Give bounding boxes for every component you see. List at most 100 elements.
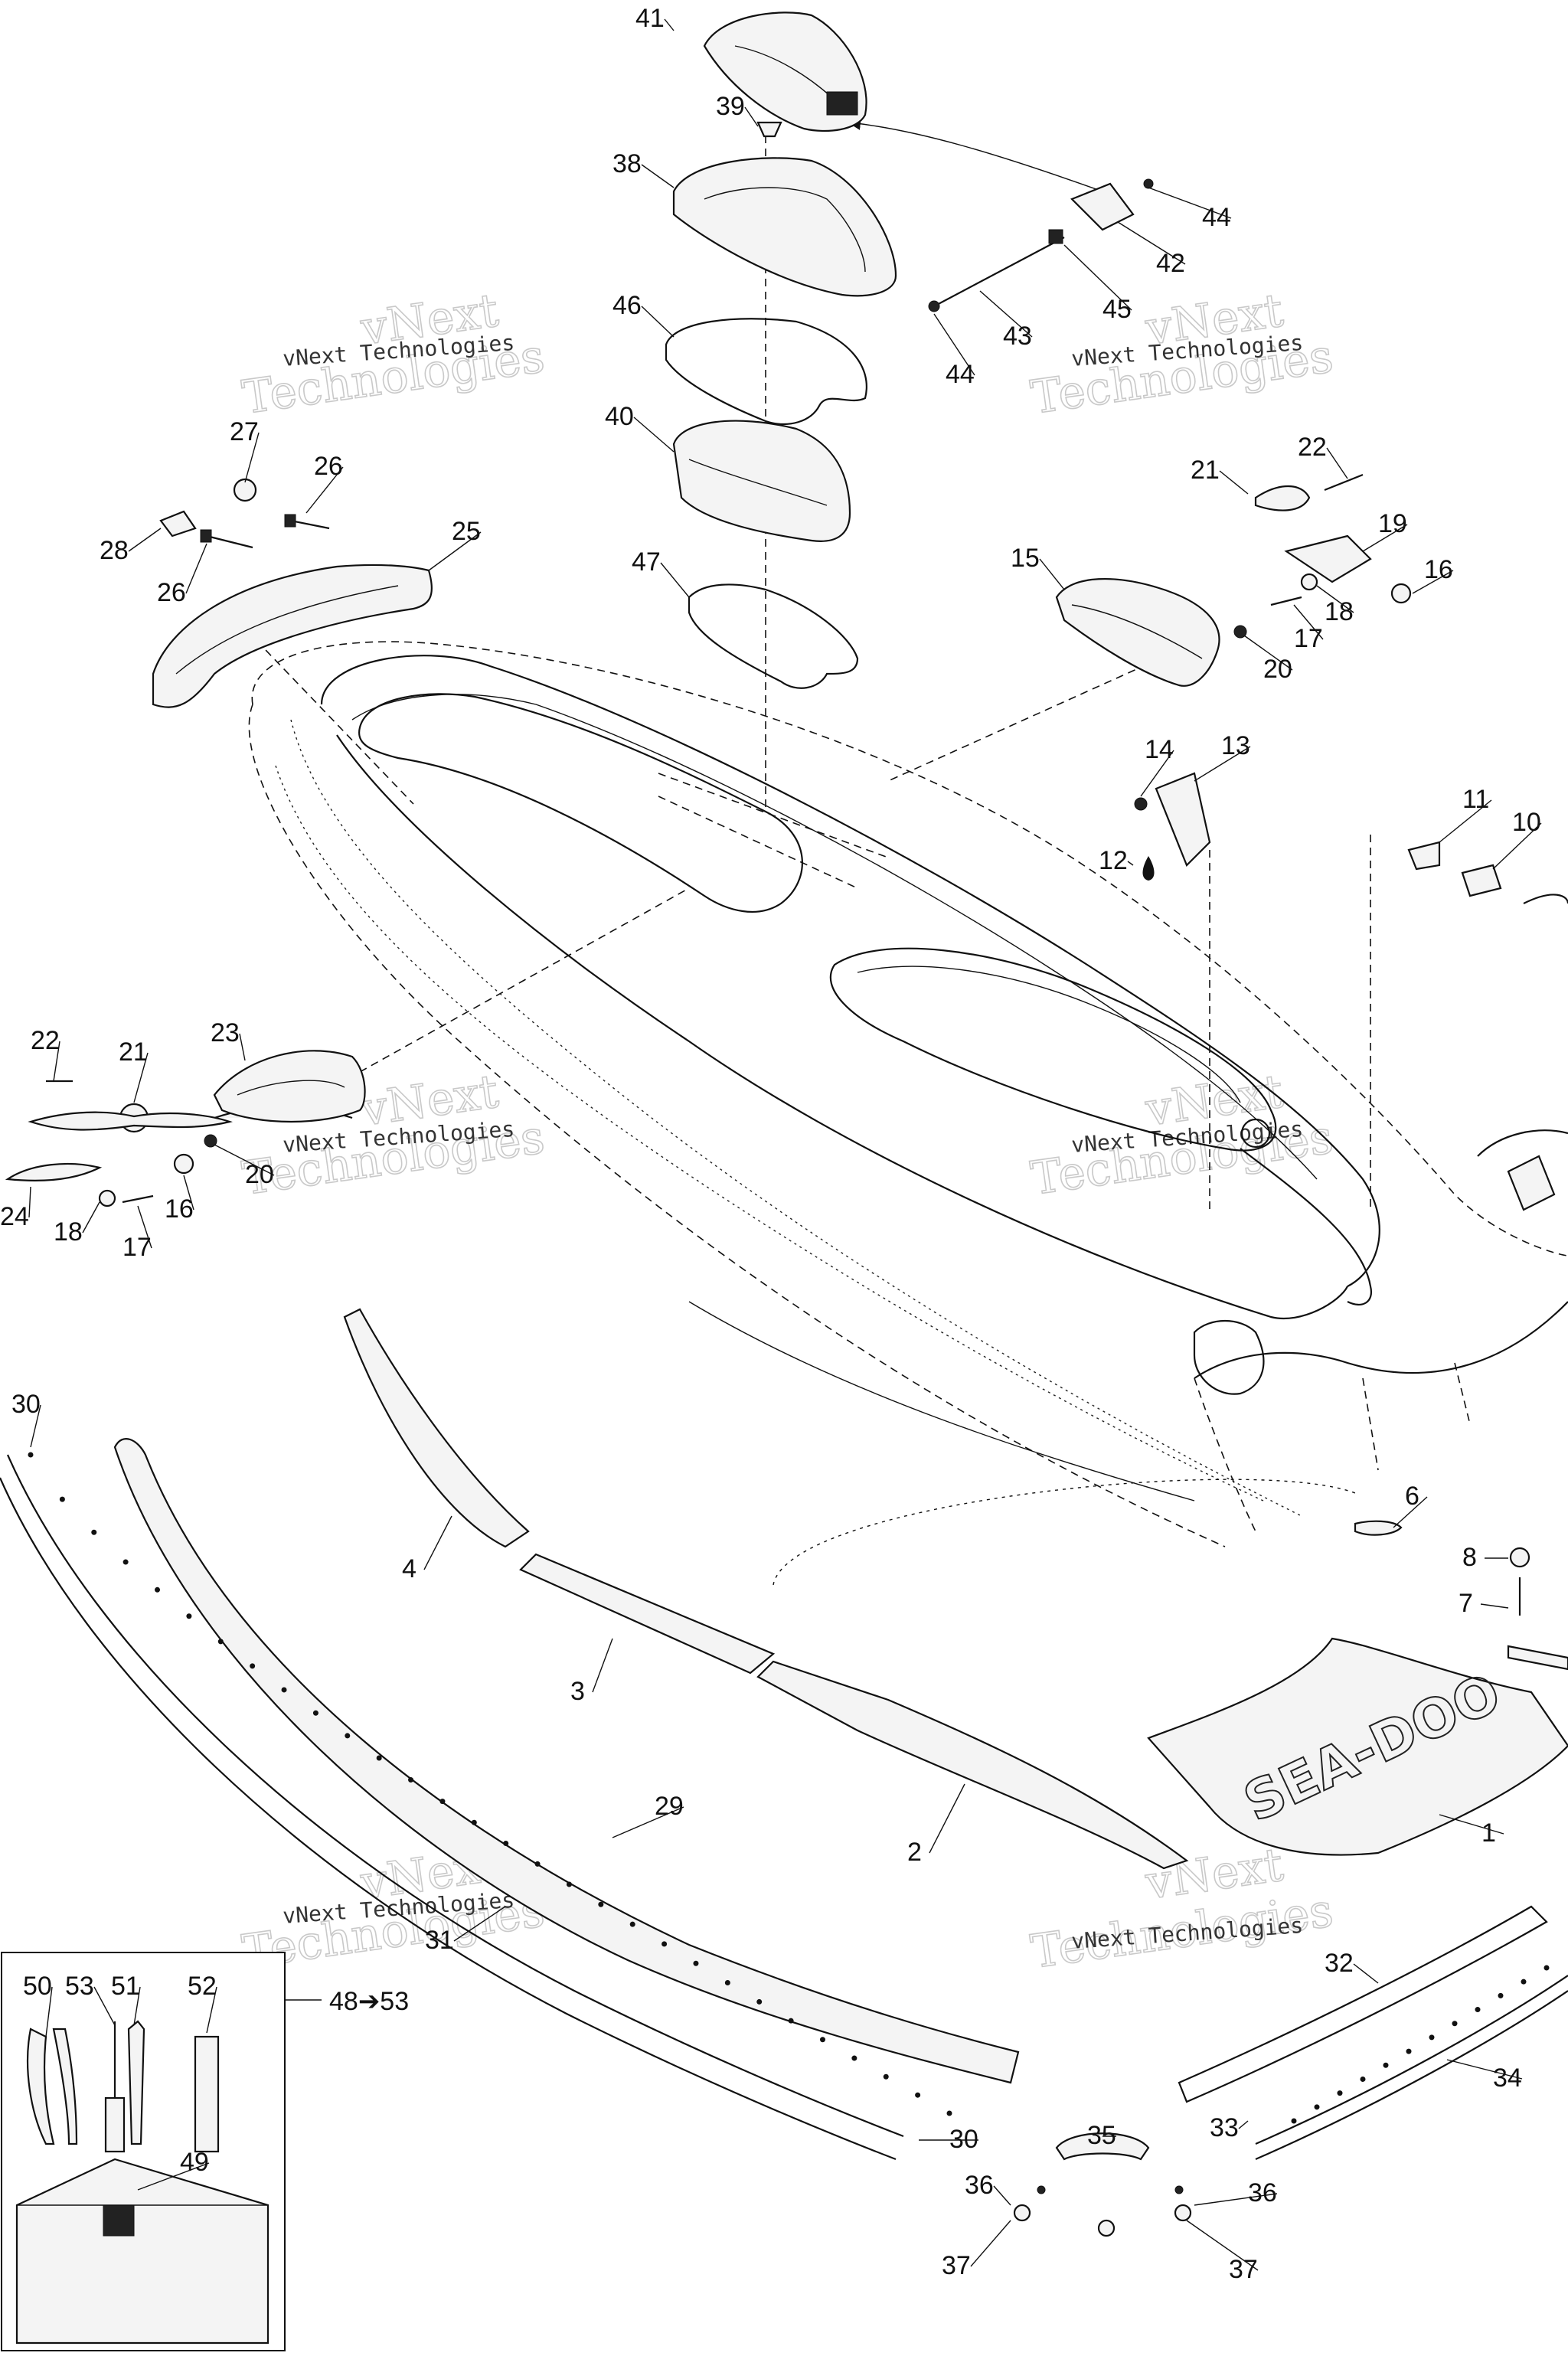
rivet-dot bbox=[629, 1921, 635, 1927]
hull-chine-line bbox=[688, 1301, 1195, 1502]
rivet-dot bbox=[312, 1710, 318, 1716]
rivet-dot bbox=[756, 1998, 763, 2005]
part-10-cleat bbox=[1461, 864, 1502, 897]
storage-assembly bbox=[665, 11, 1154, 689]
callout-26-label: 26 bbox=[314, 452, 343, 481]
callout-25-leader bbox=[428, 531, 482, 571]
callout-1-leader bbox=[1439, 1814, 1504, 1835]
callout-45-label: 45 bbox=[1102, 295, 1132, 324]
rivet-dot bbox=[1498, 1992, 1504, 1998]
callout-11-leader bbox=[1439, 799, 1492, 843]
callout-6-label: 6 bbox=[1405, 1482, 1419, 1511]
callout-10-leader bbox=[1492, 822, 1542, 870]
part-38-inner bbox=[704, 187, 866, 273]
callout-30-leader bbox=[30, 1404, 41, 1448]
rivet-dot bbox=[1475, 2007, 1481, 2013]
callout-27-label: 27 bbox=[230, 417, 259, 446]
callout-51-leader bbox=[133, 1986, 141, 2026]
part-3-mat bbox=[519, 1553, 776, 1675]
rivet-dot bbox=[439, 1799, 446, 1805]
leader-4-region bbox=[773, 1479, 1356, 1586]
callout-44-leader bbox=[933, 313, 975, 376]
part-17-bolt-a bbox=[1270, 596, 1302, 606]
callout-38-leader bbox=[641, 164, 675, 188]
rivet-dot bbox=[217, 1639, 224, 1645]
callout-36-label: 36 bbox=[1248, 2178, 1277, 2207]
rivet-dot bbox=[566, 1881, 572, 1887]
callout-27-leader bbox=[244, 432, 260, 483]
callout-22-leader bbox=[53, 1041, 60, 1082]
part-45-clip bbox=[1048, 229, 1063, 244]
rivet-dot bbox=[250, 1663, 256, 1669]
callout-39-label: 39 bbox=[716, 92, 745, 121]
watermark-1: vNext Technologies vNext Technologies bbox=[239, 283, 549, 426]
rivet-dot bbox=[1291, 2118, 1297, 2124]
part-27-nut bbox=[233, 478, 257, 502]
callout-35-label: 35 bbox=[1087, 2121, 1116, 2150]
rivet-dot bbox=[1406, 2048, 1412, 2054]
part-30-rail-line bbox=[6, 1454, 904, 2138]
callout-21-leader bbox=[133, 1052, 149, 1103]
deck-mats: SEA-DOO bbox=[343, 1308, 1568, 1870]
part-40-storage-bin bbox=[672, 420, 851, 542]
rivet-dot bbox=[819, 2037, 825, 2043]
rivet-dot bbox=[345, 1733, 351, 1739]
rivet-dot bbox=[186, 1613, 192, 1619]
callout-4-label: 4 bbox=[402, 1554, 416, 1583]
rivet-dot bbox=[122, 1559, 129, 1565]
rivet-row-right bbox=[1291, 1965, 1550, 2124]
callout-2-leader bbox=[929, 1783, 965, 1854]
rivet-dot bbox=[1544, 1965, 1550, 1971]
callout-41-leader bbox=[664, 18, 675, 31]
callout-43-leader bbox=[979, 290, 1033, 338]
callout-53-leader bbox=[93, 1986, 116, 2026]
callout-21-label: 21 bbox=[1191, 456, 1220, 485]
rivet-dot bbox=[1521, 1979, 1527, 1985]
left-side-trim-assembly bbox=[152, 478, 433, 708]
callout-26-label: 26 bbox=[157, 578, 186, 607]
part-18-washer-a bbox=[1300, 573, 1318, 591]
callout-47-leader bbox=[660, 562, 690, 598]
part-25-detail bbox=[175, 585, 399, 675]
deck-outline-lower bbox=[248, 704, 1226, 1547]
rivet-dot bbox=[503, 1841, 509, 1847]
callout-44-label: 44 bbox=[1202, 203, 1231, 232]
callout-15-label: 15 bbox=[1011, 544, 1040, 573]
callout-28-label: 28 bbox=[100, 536, 129, 565]
part-34-rail-strip-b bbox=[1255, 1990, 1568, 2161]
part-29-rub-rail bbox=[113, 1438, 1020, 2084]
callout-52-leader bbox=[206, 1986, 217, 2034]
part-7-rail-end bbox=[1507, 1645, 1568, 1671]
seat bbox=[358, 693, 803, 913]
hull-rub-rail bbox=[1194, 1301, 1568, 1379]
callout-46-leader bbox=[641, 306, 675, 338]
tool-kit-inset bbox=[1, 1952, 286, 2351]
callout-40-leader bbox=[633, 417, 675, 453]
part-40-detail bbox=[688, 459, 828, 506]
callout-47-label: 47 bbox=[632, 547, 661, 577]
callout-52-label: 52 bbox=[188, 1972, 217, 2001]
callout-49-leader bbox=[137, 2162, 210, 2191]
callout-36-leader bbox=[1194, 2193, 1278, 2206]
part-14-nut bbox=[1134, 797, 1148, 811]
callout-2-label: 2 bbox=[907, 1838, 922, 1867]
rivet-dot bbox=[471, 1819, 477, 1825]
callout-37-leader bbox=[970, 2220, 1011, 2267]
callout-45-leader bbox=[1063, 244, 1132, 311]
callout-29-label: 29 bbox=[655, 1792, 684, 1821]
callout-41-label: 41 bbox=[635, 4, 665, 33]
part-21-clip-full bbox=[28, 1111, 233, 1131]
part-18-washer-b bbox=[98, 1189, 116, 1207]
callout-33-leader bbox=[1238, 2120, 1249, 2129]
callout-43-label: 43 bbox=[1003, 322, 1032, 351]
inset-range-label: 48➔53 bbox=[329, 1987, 409, 2016]
part-47-gasket bbox=[688, 583, 859, 689]
part-26-screw-b bbox=[290, 519, 330, 530]
pliers-icon-b bbox=[52, 2028, 78, 2145]
rear-deck-edge bbox=[1477, 1129, 1568, 1157]
rivet-dot bbox=[376, 1755, 382, 1761]
socket-wrench-icon bbox=[194, 2035, 220, 2153]
part-23-detail bbox=[237, 1080, 345, 1096]
